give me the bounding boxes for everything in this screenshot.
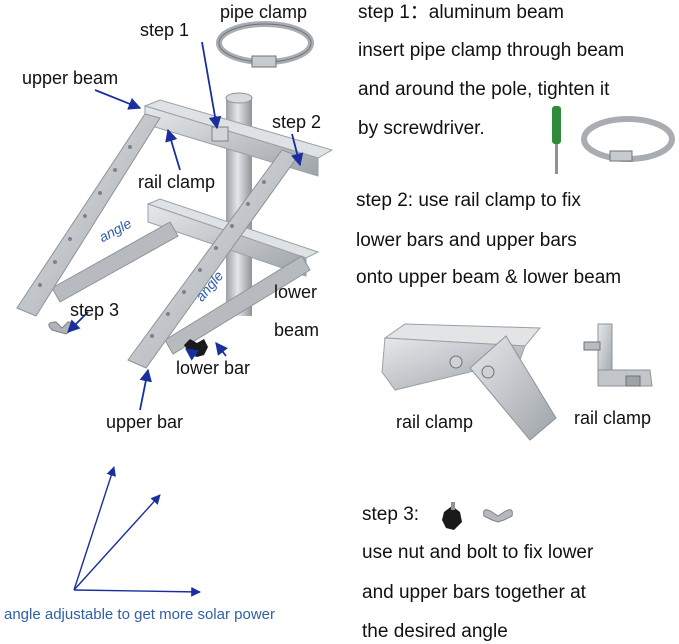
step3-line2: and upper bars together at (362, 582, 586, 603)
knob-nut-icon (184, 339, 208, 357)
rail-clamp-detail-image (381, 323, 557, 441)
label-lower-beam-line2: beam (274, 320, 320, 340)
step1-line4: by screwdriver. (358, 118, 485, 139)
label-rail-clamp-part: rail clamp (574, 408, 652, 428)
lower-bar-right (164, 255, 311, 355)
step1-line2: insert pipe clamp through beam (358, 40, 625, 61)
nut-icon (442, 502, 462, 530)
pipe-clamp-image (216, 21, 314, 68)
bracket-assembly (16, 92, 334, 369)
upper-bar-left (16, 113, 161, 317)
pipe-clamp-small-image (581, 116, 675, 162)
step3-line3: the desired angle (362, 621, 508, 642)
step3-line1: use nut and bolt to fix lower (362, 542, 594, 563)
label-upper-beam: upper beam (22, 68, 119, 88)
step2-line1: step 2: use rail clamp to fix (356, 190, 581, 211)
callout-arrows (67, 41, 304, 411)
label-lower-bar: lower bar (176, 358, 251, 378)
step2-line2: lower bars and upper bars (356, 230, 577, 251)
step3-title: step 3: (362, 504, 420, 525)
label-lower-beam-line1: lower (274, 282, 318, 302)
label-step1: step 1 (140, 20, 190, 40)
label-upper-bar: upper bar (106, 412, 184, 432)
screwdriver-icon (552, 106, 561, 174)
rail-clamp-part-image (583, 323, 653, 387)
label-step3: step 3 (70, 300, 120, 320)
angle-fan (73, 466, 201, 597)
label-pipe-clamp: pipe clamp (220, 2, 308, 22)
lower-bar-left (51, 221, 179, 303)
step2-line3: onto upper beam & lower beam (356, 267, 622, 288)
step1-line1: step 1：aluminum beam (358, 2, 564, 23)
footer-caption: angle adjustable to get more solar power (4, 606, 275, 623)
step1-line3: and around the pole, tighten it (358, 79, 610, 100)
label-step2: step 2 (272, 112, 322, 132)
label-rail-clamp: rail clamp (138, 172, 216, 192)
wing-nut-small-icon (483, 509, 513, 523)
label-rail-clamp-detail: rail clamp (396, 412, 474, 432)
